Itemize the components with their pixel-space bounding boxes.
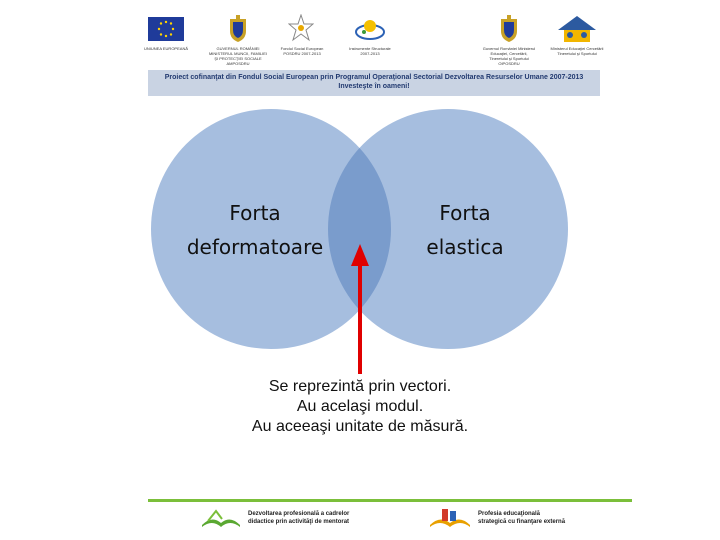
footer-right-line2: strategică cu finanţare externă xyxy=(478,519,566,525)
project-banner: Proiect cofinanţat din Fondul Social Eur… xyxy=(148,70,600,96)
caption-line-3: Au aceeaşi unitate de măsură. xyxy=(251,418,469,435)
fse-star-icon xyxy=(288,14,314,42)
ministry-house-icon xyxy=(558,16,596,42)
arrow-up-icon xyxy=(351,244,369,266)
right-label-line1: Forta xyxy=(439,201,491,225)
eu-flag-icon xyxy=(148,17,184,41)
coat-of-arms-icon xyxy=(501,15,517,42)
left-circle xyxy=(151,109,391,349)
diagram-caption: Se reprezintă prin vectori. Au acelaşi m… xyxy=(210,377,510,437)
right-label-line2: elastica xyxy=(426,235,504,259)
banner-line-2: Investeşte în oameni! xyxy=(338,83,410,90)
banner-line-1: Proiect cofinanţat din Fondul Social Eur… xyxy=(164,74,584,81)
is-caption: Instrumente Structurale 2007-2013 xyxy=(349,46,391,56)
footer-left-line2: didactice prin activităţi de mentorat xyxy=(248,519,350,525)
left-label-line2: deformatoare xyxy=(186,235,324,259)
right-circle-label: Forta elastica xyxy=(395,196,535,264)
guv1-caption: GUVERNUL ROMÂNIEI MINISTERUL MUNCII, FAM… xyxy=(208,46,268,66)
left-circle-label: Forta deformatoare xyxy=(180,196,330,264)
structural-instruments-icon xyxy=(355,20,385,40)
eu-caption: UNIUNEA EUROPEANĂ xyxy=(143,46,188,51)
coat-of-arms-icon xyxy=(230,15,246,42)
guv2-caption: Guvernul României Ministerul Educaţiei, … xyxy=(482,46,536,66)
books-icon xyxy=(430,509,470,527)
footer-left-text: Dezvoltarea profesională a cadrelor dida… xyxy=(248,510,398,526)
min-caption: Ministerul Educaţiei Cercetării Tineretu… xyxy=(550,46,604,56)
footer-divider xyxy=(148,499,632,502)
footer-left-line1: Dezvoltarea profesională a cadrelor xyxy=(248,511,350,517)
footer-right-text: Profesia educaţională strategică cu fina… xyxy=(478,510,618,526)
footer-right-line1: Profesia educaţională xyxy=(478,511,541,517)
caption-line-2: Au acelaşi modul. xyxy=(296,398,424,415)
right-circle xyxy=(328,109,568,349)
fse-caption: Fondul Social European POSDRU 2007-2013 xyxy=(280,46,324,56)
caption-line-1: Se reprezintă prin vectori. xyxy=(268,378,452,395)
left-label-line1: Forta xyxy=(229,201,281,225)
open-book-icon xyxy=(202,509,240,527)
